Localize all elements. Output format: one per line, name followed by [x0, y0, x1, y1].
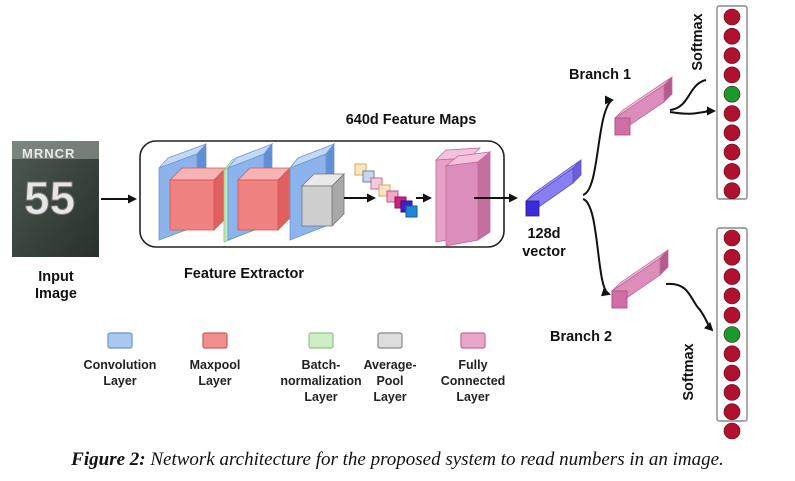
- vector-128d: [525, 159, 582, 217]
- feature-maps-cascade: [354, 163, 418, 218]
- branch-2-label: Branch 2: [550, 329, 612, 345]
- softmax-output: [723, 105, 741, 122]
- softmax-output: [723, 229, 741, 247]
- legend-swatch: [377, 332, 403, 349]
- legend-label: Average-: [363, 358, 416, 372]
- softmax-output: [723, 364, 741, 382]
- legend-swatch: [107, 332, 133, 349]
- branch-1-softmax-label: Softmax: [690, 13, 706, 70]
- legend-label: Pool: [376, 374, 403, 388]
- legend-label: Batch-: [302, 358, 341, 372]
- softmax-output: [723, 182, 741, 199]
- figure-caption-text: Network architecture for the proposed sy…: [145, 449, 724, 470]
- softmax-output-active: [723, 326, 741, 343]
- branch-2-softmax-outputs: [723, 229, 741, 440]
- legend-label: Layer: [456, 390, 489, 404]
- softmax-output: [723, 268, 741, 285]
- branch-2-fully-connected-layer: [611, 249, 669, 309]
- input-image-label-line1: Input: [38, 269, 74, 285]
- legend-label: Layer: [304, 390, 337, 404]
- svg-text:MRNCR: MRNCR: [22, 146, 75, 161]
- branch-1-fully-connected-layer: [614, 76, 673, 136]
- softmax-output: [723, 248, 741, 266]
- legend-swatch: [202, 332, 228, 349]
- legend-label: Convolution: [84, 358, 157, 372]
- legend-label: Maxpool: [190, 358, 241, 372]
- input-image: MRNCR 55: [12, 141, 99, 257]
- softmax-output: [723, 384, 741, 401]
- feature-extractor-label: Feature Extractor: [184, 266, 304, 282]
- vector-label-line2: vector: [522, 244, 566, 260]
- fully-connected-layer-stack: [434, 147, 492, 247]
- maxpool-layer-2: [237, 167, 291, 231]
- input-image-number: 55: [24, 172, 75, 224]
- figure-caption: Figure 2: Network architecture for the p…: [0, 449, 795, 471]
- branch-1-label: Branch 1: [569, 67, 631, 83]
- legend-label: Layer: [103, 374, 136, 388]
- legend-label: Layer: [198, 374, 231, 388]
- softmax-output: [723, 143, 741, 161]
- branch-1-connector: [582, 98, 614, 196]
- softmax-output: [723, 403, 741, 421]
- legend-label: normalization: [280, 374, 361, 388]
- legend-swatch: [460, 332, 486, 349]
- feature-maps-label: 640d Feature Maps: [346, 112, 477, 128]
- figure-number: Figure 2:: [71, 449, 146, 470]
- legend-swatch: [308, 332, 334, 349]
- branch-1-softmax-arrow: [669, 79, 713, 115]
- branch-2-connector: [582, 198, 611, 297]
- softmax-output: [723, 8, 741, 26]
- legend-label: Layer: [373, 390, 406, 404]
- legend-label: Fully: [458, 358, 487, 372]
- softmax-output: [723, 345, 741, 363]
- softmax-output: [723, 27, 741, 45]
- softmax-output: [723, 163, 741, 180]
- vector-label-line1: 128d: [527, 226, 560, 242]
- input-image-label-line2: Image: [35, 286, 77, 302]
- branch-2-softmax-label: Softmax: [681, 343, 697, 400]
- softmax-output-active: [723, 85, 741, 103]
- softmax-output: [723, 47, 741, 64]
- average-pool-layer: [301, 173, 345, 227]
- softmax-output: [723, 66, 741, 84]
- maxpool-layer-1: [169, 167, 227, 231]
- legend-label: Connected: [441, 374, 506, 388]
- softmax-output: [723, 287, 741, 305]
- softmax-output: [723, 124, 741, 142]
- softmax-output: [723, 306, 741, 324]
- branch-2-softmax-arrow: [665, 282, 714, 332]
- branch-1-softmax-outputs: [723, 8, 741, 199]
- feature-extractor-box: [139, 140, 505, 248]
- softmax-output: [723, 422, 741, 440]
